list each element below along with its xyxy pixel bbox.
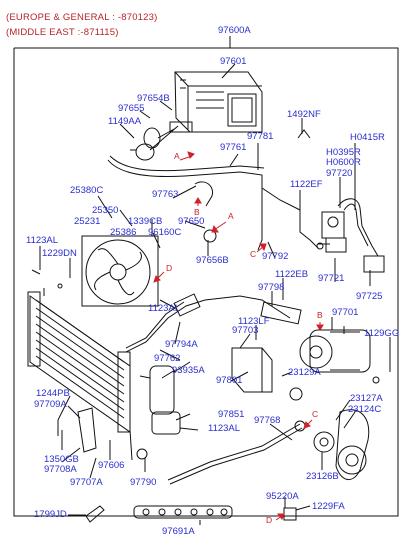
label-96160C: 96160C xyxy=(148,227,182,238)
assembly-border xyxy=(13,47,399,517)
ref-A-1: A xyxy=(174,151,180,161)
label-H0415R: H0415R xyxy=(350,132,385,143)
label-1123AL-a: 1123AL xyxy=(26,235,59,246)
label-H0600R: H0600R xyxy=(326,157,361,168)
ref-C-2: C xyxy=(312,409,319,419)
clip-strip xyxy=(133,505,233,519)
label-97600A: 97600A xyxy=(218,25,251,36)
label-1229FA: 1229FA xyxy=(312,501,345,512)
label-97792: 97792 xyxy=(262,251,289,262)
ref-A-2: A xyxy=(228,211,234,221)
label-23129A: 23129A xyxy=(288,367,321,378)
label-97703: 97703 xyxy=(232,325,259,336)
label-1123LF: 1123LF xyxy=(238,316,270,327)
label-97768: 97768 xyxy=(254,415,281,426)
label-97851: 97851 xyxy=(218,409,245,420)
label-1350GB: 1350GB xyxy=(44,454,79,465)
hose-right xyxy=(318,198,385,273)
label-97701: 97701 xyxy=(332,307,359,318)
label-97709A: 97709A xyxy=(34,399,67,410)
reference-arrows xyxy=(153,151,324,521)
label-97763: 97763 xyxy=(152,189,179,200)
label-97794A: 97794A xyxy=(165,339,198,350)
label-23127A: 23127A xyxy=(350,393,383,404)
label-1492NF: 1492NF xyxy=(287,109,321,120)
label-97720: 97720 xyxy=(326,168,353,179)
evaporator-unit xyxy=(135,71,263,161)
label-1129GG: 1129GG xyxy=(364,328,400,339)
label-97790: 97790 xyxy=(130,477,157,488)
condenser-fan xyxy=(81,235,159,307)
receiver-drier xyxy=(139,361,191,435)
label-97654B: 97654B xyxy=(137,93,170,104)
pulley-belt xyxy=(313,409,370,480)
label-97650: 97650 xyxy=(178,216,205,227)
label-25386: 25386 xyxy=(110,227,137,238)
label-1799JD: 1799JD xyxy=(34,509,67,520)
label-93935A: 93935A xyxy=(172,365,205,376)
label-97798: 97798 xyxy=(258,282,285,293)
label-23124C: 23124C xyxy=(348,404,382,415)
label-97655: 97655 xyxy=(118,103,145,114)
condenser-core xyxy=(27,288,131,433)
label-1123AL-b: 1123AL xyxy=(148,303,181,314)
label-97801: 97801 xyxy=(216,375,243,386)
label-1149AA: 1149AA xyxy=(108,116,142,127)
header-line-1: (EUROPE & GENERAL : -870123) xyxy=(6,12,158,23)
label-1122EF: 1122EF xyxy=(290,179,323,190)
label-H0395R: H0395R xyxy=(326,147,361,158)
label-97707A: 97707A xyxy=(70,477,103,488)
label-97725: 97725 xyxy=(356,291,383,302)
label-97781: 97781 xyxy=(247,131,274,142)
ref-B-2: B xyxy=(317,310,323,320)
label-25231: 25231 xyxy=(74,216,101,227)
label-1244PB: 1244PB xyxy=(36,388,70,399)
ref-D-2: D xyxy=(266,515,273,525)
label-97721: 97721 xyxy=(318,273,345,284)
label-97708A: 97708A xyxy=(44,464,77,475)
label-97656B: 97656B xyxy=(196,255,229,266)
hose-upper xyxy=(107,155,319,251)
label-97606: 97606 xyxy=(98,460,125,471)
label-1123AL-c: 1123AL xyxy=(208,423,241,434)
ref-C-1: C xyxy=(250,249,257,259)
label-97761: 97761 xyxy=(220,142,247,153)
label-1229DN: 1229DN xyxy=(42,248,77,259)
fasteners xyxy=(31,129,380,523)
label-25350: 25350 xyxy=(92,205,119,216)
compressor-assembly xyxy=(231,326,371,401)
label-97762: 97762 xyxy=(154,353,181,364)
ref-B-1: B xyxy=(194,207,200,217)
label-25380C: 25380C xyxy=(70,185,104,196)
condenser-brackets xyxy=(57,407,148,461)
label-1339CB: 1339CB xyxy=(128,216,163,227)
header-line-2: (MIDDLE EAST :-871115) xyxy=(6,27,119,38)
label-97601: 97601 xyxy=(220,56,247,67)
liquid-line xyxy=(125,293,302,353)
label-23126B: 23126B xyxy=(306,471,339,482)
label-1122EB: 1122EB xyxy=(275,269,309,280)
label-97691A: 97691A xyxy=(162,526,195,537)
ref-D-1: D xyxy=(166,263,173,273)
label-95220A: 95220A xyxy=(266,491,299,502)
